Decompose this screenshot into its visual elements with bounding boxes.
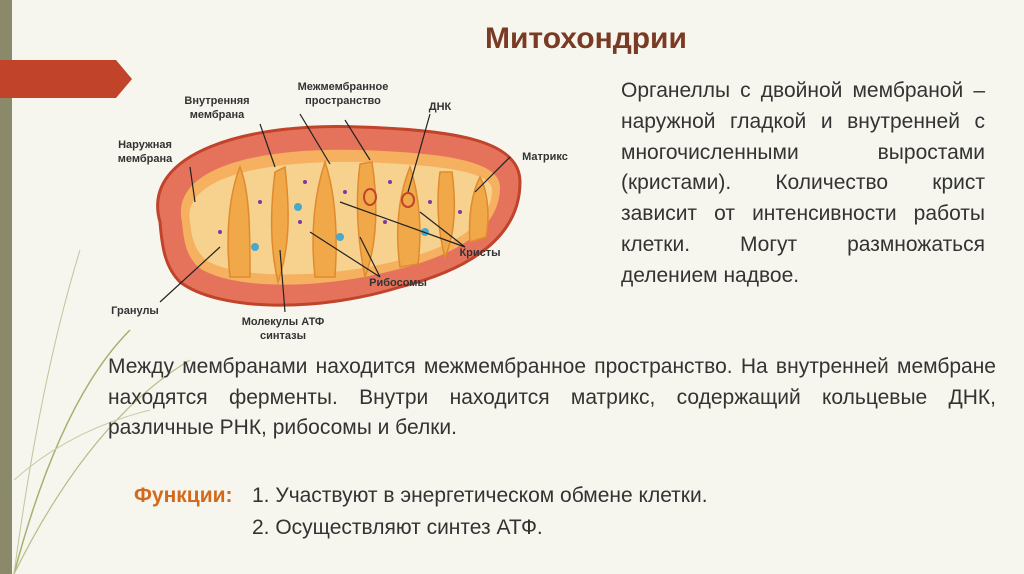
side-description: Органеллы с двойной мембраной – наружной… — [621, 79, 985, 287]
label-cristae: Кристы — [459, 247, 501, 259]
label-inner-membrane: Внутренняя мембрана — [184, 95, 250, 121]
functions-label: Функции: — [134, 484, 233, 507]
function-item: 2. Осуществляют синтез АТФ. — [252, 516, 543, 539]
mitochondrion-diagram: Внутренняя мембрана Межмембранное простр… — [100, 72, 600, 352]
label-outer-membrane: Наружная мембрана — [117, 139, 173, 165]
label-matrix: Матрикс — [522, 151, 568, 163]
main-description: Между мембранами находится межмембранное… — [108, 355, 996, 439]
label-dna: ДНК — [428, 101, 452, 113]
mitochondrion-illustration — [156, 113, 522, 313]
page-title: Митохондрии — [485, 22, 687, 55]
functions-block: Функции: 1. Участвуют в энергетическом о… — [134, 480, 708, 544]
function-item: 1. Участвуют в энергетическом обмене кле… — [252, 484, 708, 507]
accent-arrow — [0, 60, 132, 98]
label-atp-molecules: Молекулы АТФ синтазы — [241, 316, 325, 342]
decorative-lines — [13, 249, 191, 574]
label-intermembrane-space: Межмембранное пространство — [297, 81, 389, 107]
label-granules: Гранулы — [111, 305, 159, 317]
left-band — [0, 0, 12, 574]
label-ribosomes: Рибосомы — [369, 277, 427, 289]
